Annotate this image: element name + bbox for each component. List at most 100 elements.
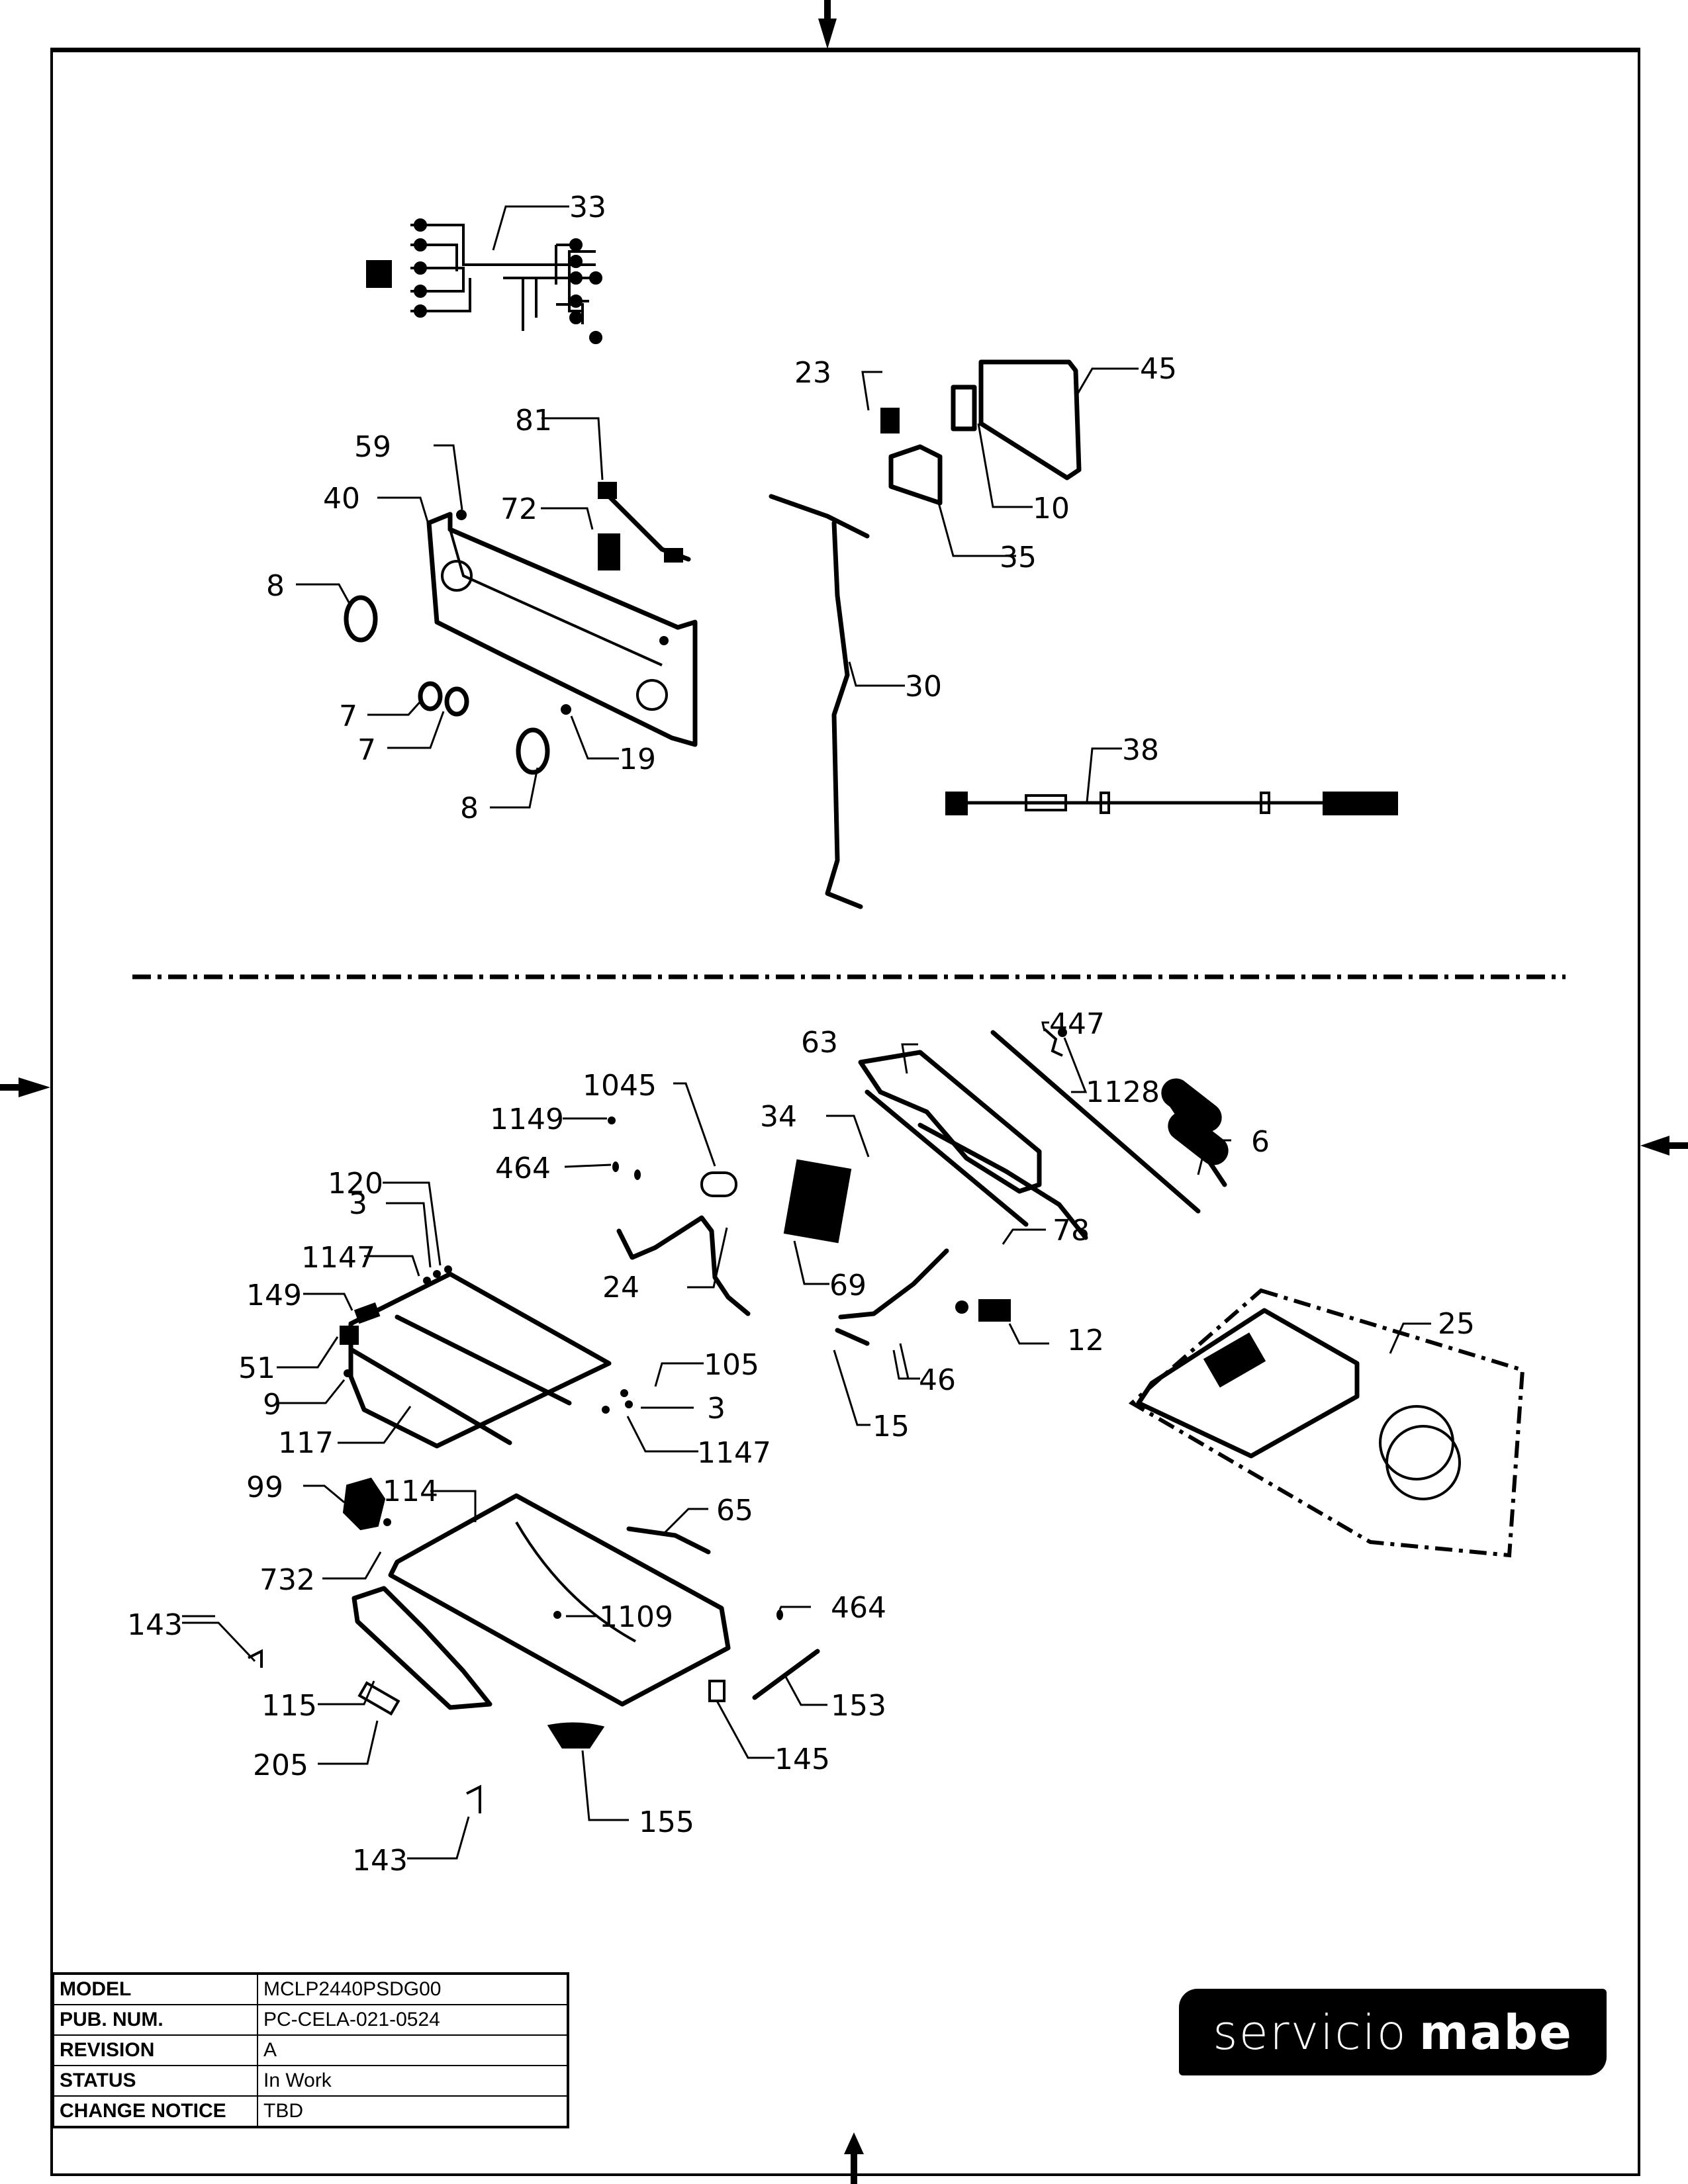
callout-19: 19 <box>619 743 656 776</box>
part-114-top-cover <box>388 1493 731 1707</box>
title-label: CHANGE NOTICE <box>52 2095 258 2128</box>
callout-205: 205 <box>253 1749 308 1782</box>
callout-120: 120 <box>328 1167 383 1201</box>
callout-3b: 3 <box>707 1392 726 1426</box>
callout-1045: 1045 <box>583 1069 657 1103</box>
callout-45: 45 <box>1140 352 1177 386</box>
callout-447: 447 <box>1049 1007 1105 1041</box>
title-label: PUB. NUM. <box>52 2004 258 2036</box>
callout-65: 65 <box>716 1494 753 1527</box>
callout-153: 153 <box>831 1689 886 1723</box>
callout-59: 59 <box>354 430 391 464</box>
callout-38: 38 <box>1122 733 1159 767</box>
callout-1149: 1149 <box>490 1103 564 1136</box>
callout-155: 155 <box>639 1805 694 1839</box>
title-row-status: STATUS In Work <box>52 2065 569 2097</box>
part-10-timer <box>951 385 977 432</box>
part-149-hinge <box>353 1302 381 1324</box>
part-464-washer-3 <box>776 1610 783 1620</box>
title-value: TBD <box>257 2095 569 2128</box>
part-45-cover <box>978 359 1082 480</box>
part-120-pin <box>444 1265 452 1273</box>
part-38-harness <box>945 792 1398 815</box>
registration-arrow-right <box>1640 1136 1688 1156</box>
callout-12: 12 <box>1067 1324 1104 1357</box>
callout-464b: 464 <box>831 1591 886 1625</box>
callout-8a: 8 <box>266 569 285 603</box>
callout-78: 78 <box>1053 1214 1090 1248</box>
callout-149: 149 <box>246 1279 302 1312</box>
callout-6: 6 <box>1251 1125 1270 1159</box>
drawing-frame <box>50 48 1640 2176</box>
part-143-bracket-2 <box>466 1784 481 1813</box>
callout-25: 25 <box>1438 1307 1475 1341</box>
callout-63: 63 <box>801 1026 838 1060</box>
part-115-trim <box>352 1586 492 1710</box>
part-3-screw-2 <box>625 1400 633 1408</box>
part-12-switch <box>978 1299 1011 1322</box>
part-99-motor <box>342 1477 386 1531</box>
part-117-lid <box>348 1271 612 1449</box>
part-78-harness <box>917 1122 1088 1240</box>
leader-lines <box>182 205 1431 1860</box>
callout-1147b: 1147 <box>697 1436 771 1470</box>
part-145-bracket <box>708 1680 726 1702</box>
callout-10: 10 <box>1033 492 1070 525</box>
part-205-handle <box>357 1681 400 1716</box>
part-23-switch <box>880 408 900 433</box>
part-3-screw <box>433 1270 441 1278</box>
callout-8b: 8 <box>460 792 479 825</box>
title-row-revision: REVISION A <box>52 2034 569 2066</box>
part-464-washer-2 <box>634 1169 641 1180</box>
callout-143b: 143 <box>352 1844 408 1878</box>
callout-46: 46 <box>919 1363 956 1397</box>
callout-81: 81 <box>515 404 552 437</box>
callout-143a: 143 <box>127 1608 183 1642</box>
callout-15: 15 <box>872 1410 910 1443</box>
title-block: MODEL MCLP2440PSDG00 PUB. NUM. PC-CELA-0… <box>52 1972 569 2128</box>
part-15-lever <box>835 1248 949 1346</box>
callout-1128: 1128 <box>1086 1075 1160 1109</box>
part-46-spring <box>955 1300 968 1314</box>
logo-text-bold: mabe <box>1419 2004 1573 2060</box>
part-8-knob <box>344 595 378 643</box>
callout-1109: 1109 <box>599 1600 673 1634</box>
title-label: REVISION <box>52 2034 258 2066</box>
part-6-heater <box>1161 1078 1229 1165</box>
part-8-knob-2 <box>516 727 550 775</box>
part-732-screw <box>383 1518 391 1526</box>
title-label: STATUS <box>52 2065 258 2097</box>
callout-9: 9 <box>263 1388 281 1422</box>
title-row-change-notice: CHANGE NOTICE TBD <box>52 2095 569 2128</box>
callout-732: 732 <box>259 1563 315 1597</box>
callout-35: 35 <box>1000 541 1037 574</box>
part-447-bracket <box>1043 1028 1063 1057</box>
callout-115: 115 <box>261 1689 317 1723</box>
callout-464a: 464 <box>495 1152 551 1185</box>
title-row-model: MODEL MCLP2440PSDG00 <box>52 1973 569 2005</box>
callout-24: 24 <box>602 1271 639 1304</box>
callout-40: 40 <box>323 482 360 516</box>
part-1109-screw <box>553 1611 561 1619</box>
part-59-button <box>456 510 467 520</box>
callout-72: 72 <box>500 492 538 526</box>
callout-1147a: 1147 <box>301 1241 375 1275</box>
callout-117: 117 <box>278 1426 334 1460</box>
callout-33: 33 <box>569 191 606 224</box>
part-33-wire-harness <box>366 218 602 344</box>
part-34-harness <box>865 1089 1029 1227</box>
part-1149-screw <box>608 1116 616 1124</box>
part-1128-screw <box>1058 1028 1067 1037</box>
callout-30: 30 <box>905 670 942 704</box>
callout-99: 99 <box>246 1471 283 1504</box>
part-1147-screw <box>423 1277 431 1285</box>
title-row-pub-num: PUB. NUM. PC-CELA-021-0524 <box>52 2004 569 2036</box>
title-value: A <box>257 2034 569 2066</box>
callout-69: 69 <box>829 1269 867 1302</box>
part-35-board <box>888 444 943 506</box>
callout-7b: 7 <box>357 733 376 767</box>
callout-145: 145 <box>774 1743 830 1776</box>
part-143-bracket <box>248 1649 263 1668</box>
part-155-button <box>547 1722 605 1749</box>
